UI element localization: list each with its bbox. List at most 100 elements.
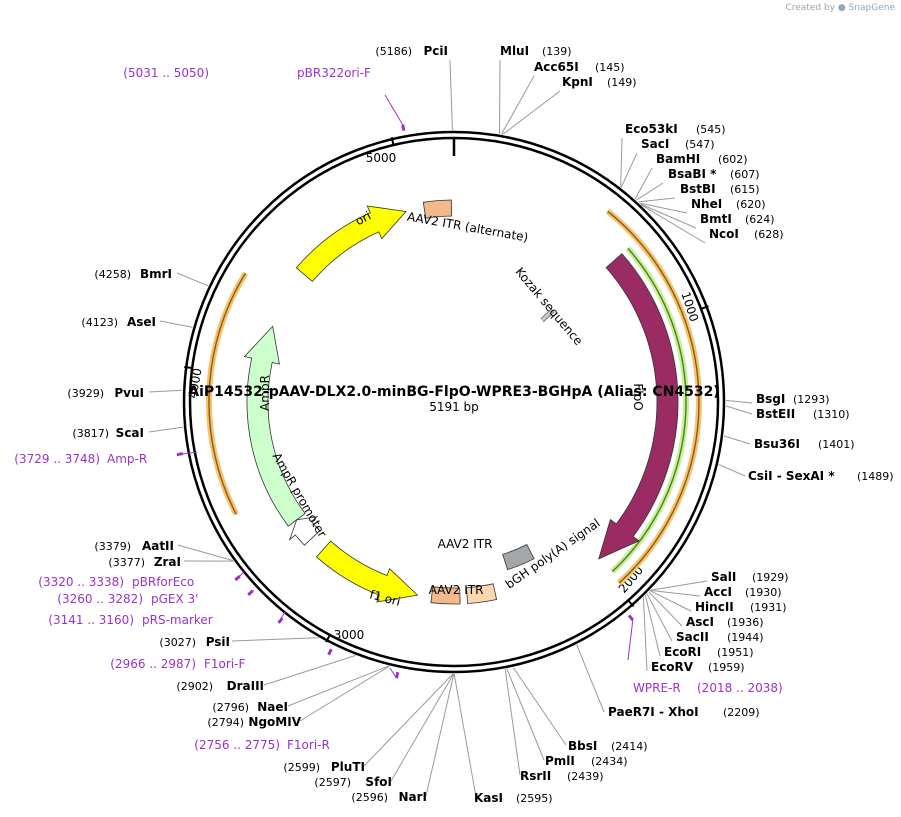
pbrforeco-leader-line — [234, 571, 245, 581]
rsrii-site-name: RsrII — [520, 769, 551, 783]
psii-leader-line — [231, 637, 319, 642]
ori-label: ori — [353, 209, 373, 229]
ecori-site-name: EcoRI — [664, 645, 701, 659]
tick-label: 4000 — [186, 367, 205, 400]
prs-marker-primer-range: (3141 .. 3160) — [48, 613, 134, 627]
asci-leader-line — [648, 591, 683, 627]
bsu36i-site-position: (1401) — [818, 438, 855, 451]
tick-label: 3000 — [334, 628, 365, 642]
feature-track-arcs — [205, 208, 702, 586]
nhei-leader-line — [639, 202, 688, 214]
pluti-leader-line — [363, 673, 454, 767]
pbr322ori-f-primer-range: (5031 .. 5050) — [123, 66, 209, 80]
pmli-leader-line — [506, 668, 545, 761]
saci-site-name: SacI — [641, 137, 669, 151]
asei-site-name: AseI — [127, 315, 156, 329]
bmri-site-position: (4258) — [94, 268, 131, 281]
prs-marker-primer-name: pRS-marker — [142, 613, 213, 627]
ngomiv-leader-line — [299, 665, 390, 722]
kasi-site-name: KasI — [474, 791, 503, 805]
bamhi-site-position: (602) — [718, 153, 748, 166]
pvui-site-position: (3929) — [67, 387, 104, 400]
bsteii-site-name: BstEII — [756, 407, 795, 421]
nari-site-name: NarI — [398, 790, 427, 804]
sacii-site-name: SacII — [676, 630, 709, 644]
tick-mark — [184, 365, 193, 369]
pbrforeco-primer-range: (3320 .. 3338) — [38, 575, 124, 589]
ngomiv-site-name: NgoMIV — [248, 715, 301, 729]
bsu36i-site-name: Bsu36I — [754, 437, 800, 451]
sacii-site-position: (1944) — [727, 631, 764, 644]
bmti-leader-line — [640, 203, 697, 229]
backbone-outer-circle — [182, 130, 726, 674]
pvui-site-name: PvuI — [114, 386, 144, 400]
naei-site-position: (2796) — [212, 701, 249, 714]
acci-site-position: (1930) — [745, 586, 782, 599]
nari-leader-line — [425, 673, 455, 797]
f1ori-r-leader-line — [389, 667, 397, 679]
eco53ki-site-position: (545) — [696, 123, 726, 136]
credit-brand: SnapGene — [848, 3, 895, 13]
kozak-sequence-feature-fill — [540, 309, 555, 322]
bbsi-leader-line — [512, 667, 567, 746]
pgex-3-leader-line — [247, 589, 255, 596]
acci-leader-line — [650, 589, 701, 597]
bbsi-site-position: (2414) — [611, 740, 648, 753]
asci-site-name: AscI — [686, 615, 714, 629]
pbr322ori-f-primer-mark — [401, 124, 406, 131]
wpre-r-primer-name: WPRE-R — [633, 681, 681, 695]
nhei-site-name: NheI — [691, 197, 722, 211]
f1ori-r-primer-name: F1ori-R — [287, 738, 330, 752]
amp-r-leader-line — [176, 451, 198, 456]
bsteii-leader-line — [725, 405, 753, 415]
pcii-leader-line — [449, 59, 453, 131]
tick-mark — [325, 634, 331, 643]
restriction-site-labels: PciI(5186)MluI(139)Acc65I(145)KpnI(149)E… — [67, 44, 893, 805]
map-center: AiP14532-pAAV-DLX2.0-minBG-FlpO-WPRE3-BG… — [188, 384, 719, 414]
bmti-site-name: BmtI — [700, 212, 732, 226]
ampr-region-arc-line — [208, 272, 247, 515]
snapgene-logo-icon: ● — [837, 3, 846, 13]
aav2-itr-alternate-feature — [422, 199, 452, 219]
ori-feature — [295, 205, 407, 282]
bsgi-site-name: BsgI — [756, 392, 785, 406]
amp-r-primer-range: (3729 .. 3748) — [14, 452, 100, 466]
aav2-itr-feature — [466, 583, 498, 604]
bbsi-site-name: BbsI — [568, 739, 597, 753]
ncoi-site-position: (628) — [754, 228, 784, 241]
sfoi-leader-line — [390, 673, 454, 782]
tick-label: 5000 — [366, 151, 397, 165]
psii-site-name: PsiI — [206, 635, 230, 649]
backbone — [182, 130, 726, 674]
nari-site-position: (2596) — [351, 791, 388, 804]
bsgi-site-position: (1293) — [793, 393, 830, 406]
rsrii-leader-line — [504, 669, 521, 776]
mlui-site-position: (139) — [542, 45, 572, 58]
pgex-3-primer-name: pGEX 3' — [151, 592, 198, 606]
plasmid-size: 5191 bp — [429, 400, 479, 414]
zrai-site-name: ZraI — [154, 555, 181, 569]
acci-site-name: AccI — [704, 585, 732, 599]
bstbi-leader-line — [638, 197, 676, 203]
csii-site-position: (1489) — [857, 470, 894, 483]
sali-site-position: (1929) — [752, 571, 789, 584]
kozak-sequence-label: Kozak sequence — [513, 265, 586, 348]
credit-prefix: Created by — [785, 3, 835, 13]
nhei-site-position: (620) — [736, 198, 766, 211]
csii-leader-line — [718, 463, 746, 477]
prs-marker-leader-line — [278, 611, 286, 624]
mlui-leader-line — [499, 59, 501, 134]
zrai-site-position: (3377) — [108, 556, 145, 569]
features — [243, 199, 679, 605]
flpo-feature — [598, 253, 679, 560]
snapgene-credit: Created by ● SnapGene — [785, 3, 895, 13]
hincii-leader-line — [649, 590, 692, 612]
draiii-leader-line — [263, 655, 356, 686]
bstbi-site-name: BstBI — [680, 182, 716, 196]
kpni-site-position: (149) — [607, 76, 637, 89]
wpre-r-primer-mark — [627, 614, 634, 621]
tick-mark — [700, 305, 709, 310]
bsu36i-leader-line — [723, 435, 751, 445]
kpni-leader-line — [502, 90, 561, 135]
